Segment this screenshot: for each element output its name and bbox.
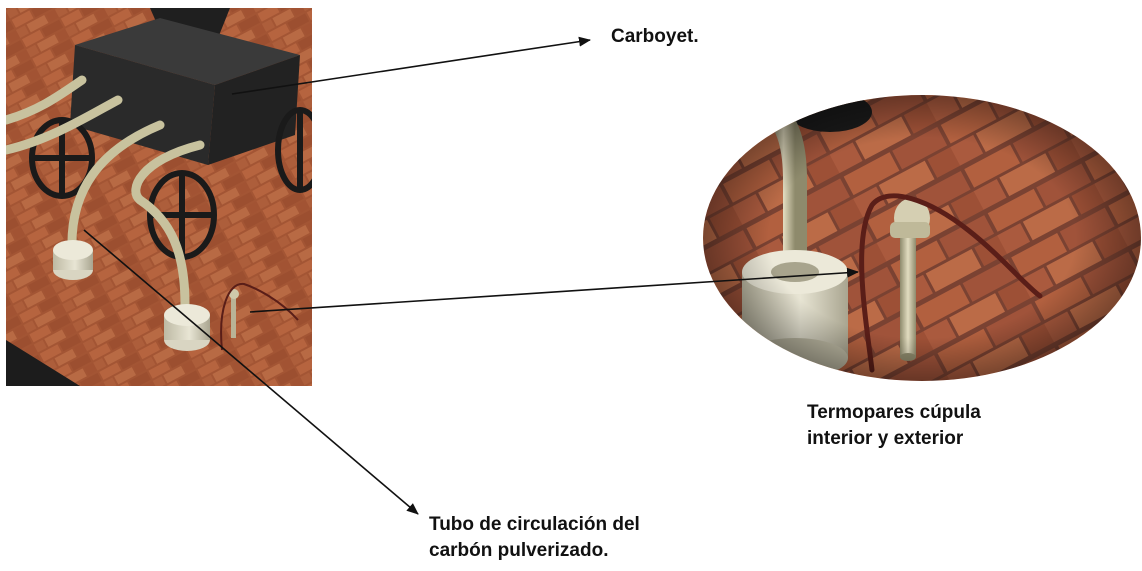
label-termopares: Termopares cúpula interior y exterior bbox=[807, 400, 981, 452]
arrow-tubo bbox=[83, 229, 419, 515]
label-carboyet: Carboyet. bbox=[611, 24, 699, 50]
pipe-base-right bbox=[164, 304, 210, 351]
arrow-carboyet bbox=[231, 36, 591, 95]
label-tubo-line2: carbón pulverizado. bbox=[429, 540, 609, 561]
label-tubo-line1: Tubo de circulación del bbox=[429, 514, 640, 535]
thermocouple-small bbox=[220, 282, 299, 351]
pipe-base-left bbox=[53, 240, 93, 280]
machine-overview-render bbox=[6, 8, 312, 386]
arrow-termopares bbox=[249, 267, 859, 313]
wheel-left bbox=[29, 117, 95, 199]
thermocouple-detail-zoom bbox=[703, 95, 1141, 381]
circulation-pipes bbox=[6, 75, 205, 310]
label-tubo: Tubo de circulación del carbón pulveriza… bbox=[429, 512, 640, 564]
label-termopares-line2: interior y exterior bbox=[807, 428, 964, 449]
callout-arrows bbox=[83, 36, 859, 515]
wheel-right bbox=[275, 107, 312, 193]
label-carboyet-text: Carboyet. bbox=[611, 26, 699, 47]
label-termopares-line1: Termopares cúpula bbox=[807, 402, 981, 423]
